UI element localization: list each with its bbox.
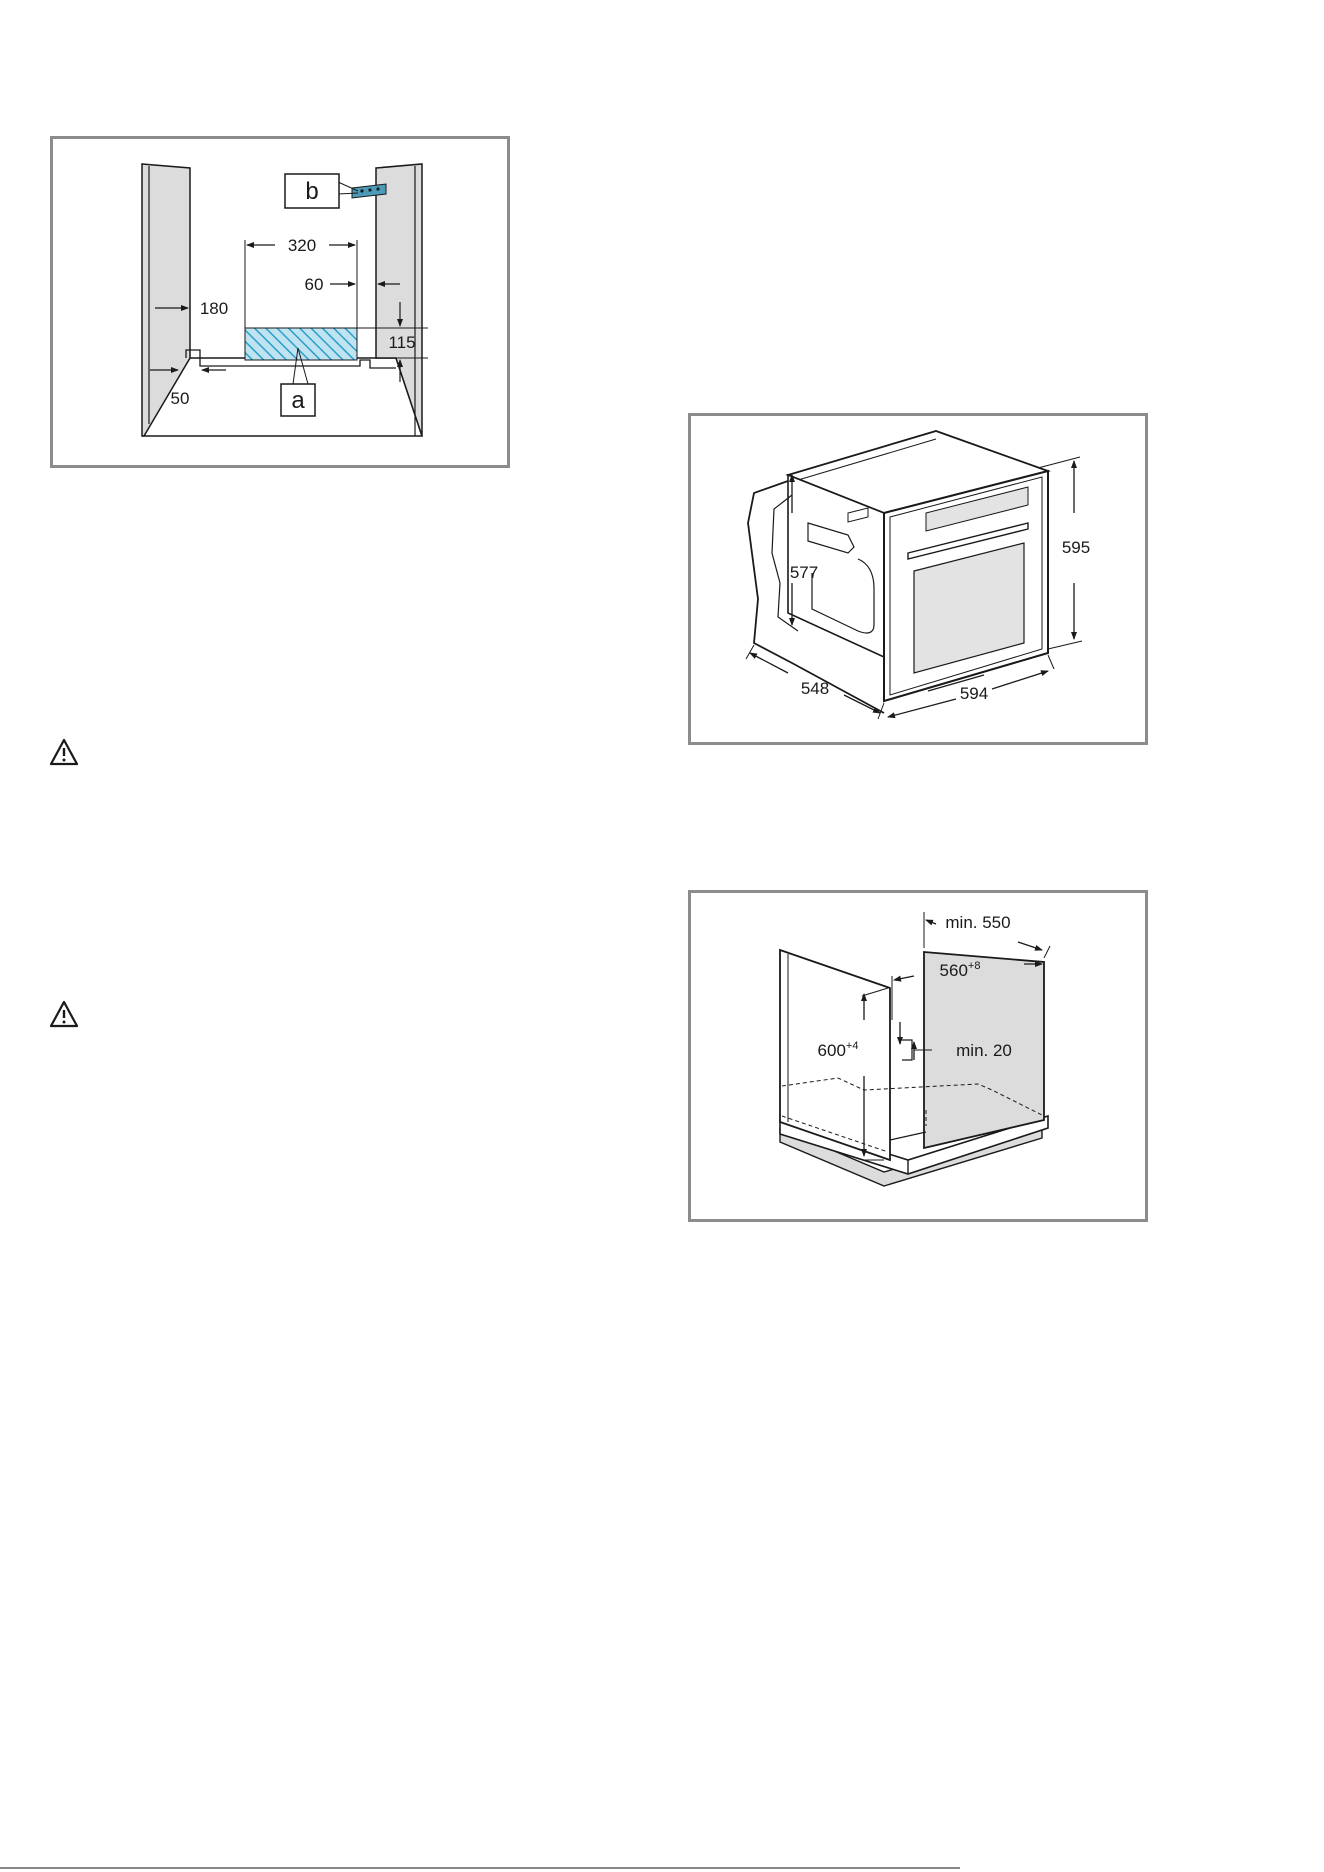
figure-oven-dimensions: 595 577 548 594 — [688, 413, 1148, 745]
page-bottom-rule — [0, 1867, 960, 1869]
label-b: b — [305, 178, 318, 205]
dim-548: 548 — [801, 679, 829, 698]
dim-min-550: min. 550 — [945, 913, 1010, 932]
dim-50: 50 — [171, 389, 190, 408]
dim-577: 577 — [790, 563, 818, 582]
dim-600-tolerance: +4 — [846, 1040, 859, 1052]
figure-socket-position: 320 60 180 115 50 a b — [50, 136, 510, 468]
dim-595: 595 — [1062, 538, 1090, 557]
dim-180: 180 — [200, 299, 228, 318]
warning-triangle-icon — [49, 1000, 79, 1033]
label-a: a — [291, 387, 305, 414]
warning-triangle-icon — [49, 738, 79, 771]
socket-area-a — [245, 328, 357, 360]
dim-600-value: 600 — [818, 1041, 846, 1060]
dim-594: 594 — [960, 684, 988, 703]
dim-320: 320 — [288, 236, 316, 255]
dim-115: 115 — [388, 333, 415, 352]
dim-min-20: min. 20 — [956, 1041, 1012, 1060]
dim-60: 60 — [305, 275, 324, 294]
dim-560-value: 560 — [940, 961, 968, 980]
dim-560-tolerance: +8 — [968, 960, 981, 972]
figure-niche-dimensions: min. 550 560+8 600+4 min. 20 — [688, 890, 1148, 1222]
